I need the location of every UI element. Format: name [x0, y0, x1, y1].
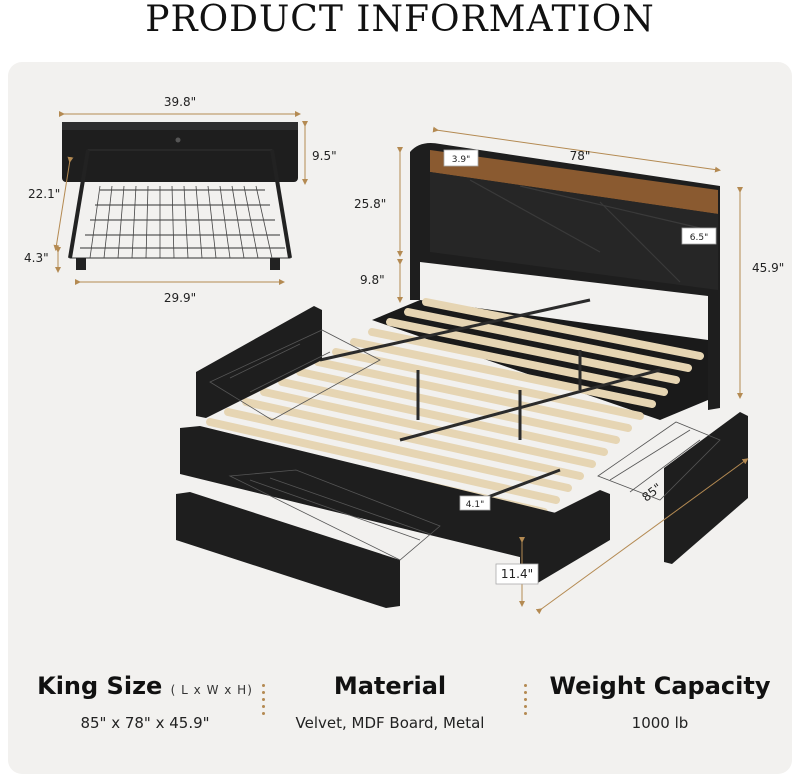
- bed-length-label: 85": [639, 481, 664, 505]
- front-drawer-panel: [176, 492, 400, 608]
- left-drawer-front: [196, 306, 322, 418]
- slat-gap-label: 4.1": [466, 500, 484, 510]
- product-illustration: 39.8" 29.9" 9.5" 22.1" 4.3": [24, 95, 784, 615]
- page-title: PRODUCT INFORMATION: [145, 0, 655, 40]
- spec-material-value: Velvet, MDF Board, Metal: [295, 714, 485, 732]
- spec-material: Material Velvet, MDF Board, Metal: [285, 672, 495, 732]
- shelf-depth-label: 3.9": [452, 155, 470, 165]
- spec-capacity-label: Weight Capacity: [549, 672, 771, 700]
- drawer-detail: 39.8" 29.9" 9.5" 22.1" 4.3": [24, 95, 337, 305]
- bed-side-rail: [180, 426, 560, 562]
- drawer-height-label: 9.5": [312, 149, 337, 163]
- headboard-height-label: 25.8": [354, 197, 386, 211]
- spec-capacity-value: 1000 lb: [631, 714, 689, 732]
- drawer-clearance-label: 4.3": [24, 251, 49, 265]
- spec-capacity: Weight Capacity 1000 lb: [540, 672, 780, 732]
- spec-size: King Size ( L x W x H) 85" x 78" x 45.9": [30, 672, 260, 732]
- total-height-label: 45.9": [752, 261, 784, 275]
- divider-dots-right: [524, 684, 528, 719]
- drawer-width-bottom-label: 29.9": [164, 291, 196, 305]
- divider-dots-left: [262, 684, 266, 719]
- right-drawer-front: [664, 412, 748, 564]
- side-height-label: 11.4": [501, 567, 533, 581]
- spec-material-label: Material: [333, 672, 447, 700]
- spec-size-sub: ( L x W x H): [170, 683, 253, 697]
- drawer-handle-icon: [175, 137, 181, 143]
- spec-bar: King Size ( L x W x H) 85" x 78" x 45.9"…: [0, 668, 800, 778]
- bed-illustration: 78" 25.8" 9.8" 45.9" 85" 3.9" 6.5" 4.1" …: [176, 126, 784, 615]
- leg-clearance-label: 9.8": [360, 273, 385, 287]
- headboard-width-label: 78": [570, 149, 591, 163]
- shelf-height-label: 6.5": [690, 233, 708, 243]
- drawer-basket-wires: [89, 185, 273, 259]
- spec-size-label: King Size: [37, 672, 163, 700]
- spec-size-value: 85" x 78" x 45.9": [80, 714, 210, 732]
- drawer-depth-label: 22.1": [28, 187, 60, 201]
- drawer-front-panel: [62, 122, 298, 182]
- drawer-width-top-label: 39.8": [164, 95, 196, 109]
